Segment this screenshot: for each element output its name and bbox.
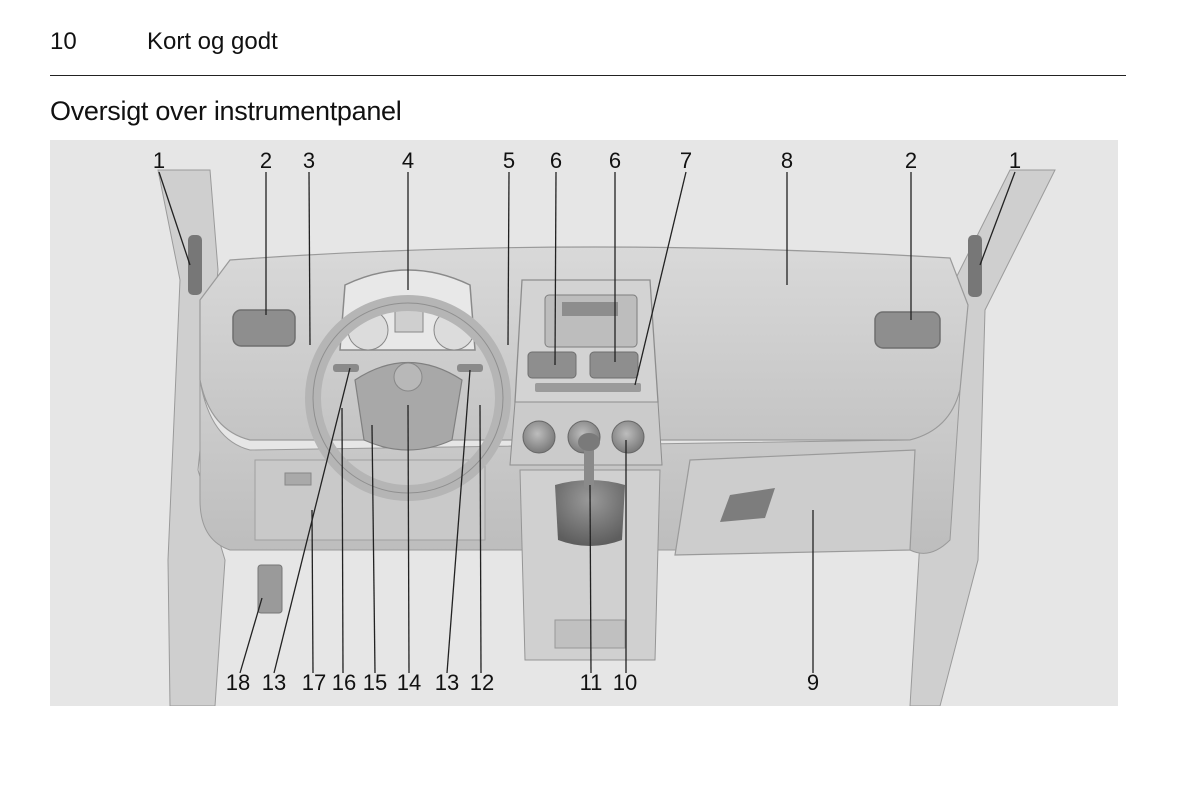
hood-release: [284, 472, 312, 486]
left-side-vent: [188, 235, 202, 295]
center-left-vent: [527, 351, 577, 379]
callout-bottom-16: 16: [332, 670, 356, 695]
left-storage-panel: [254, 459, 486, 541]
left-stalk: [333, 364, 359, 372]
callout-top-5: 5: [503, 148, 515, 173]
gear-knob: [578, 433, 600, 451]
glovebox-handle: [720, 488, 775, 522]
callout-top-3: 3: [303, 148, 315, 173]
callout-bottom-13a: 13: [262, 670, 286, 695]
callout-bottom-18: 18: [226, 670, 250, 695]
gear-lever: [584, 442, 594, 490]
callout-bottom-9: 9: [807, 670, 819, 695]
page-header: 10 Kort og godt: [50, 26, 1126, 76]
page-number: 10: [50, 28, 77, 55]
dashboard-drawing: 1 2 3 4 5 6 6 7 8 2 1 18 13 17 16 15 14 …: [153, 148, 1056, 706]
callout-bottom-11: 11: [580, 670, 603, 695]
hazard-switch-row: [535, 383, 641, 392]
fuse-box-cover: [257, 564, 283, 614]
right-side-vent: [968, 235, 982, 297]
callout-top-1b: 1: [1009, 148, 1021, 173]
callout-top-4: 4: [402, 148, 414, 173]
dashboard-illustration: 1 2 3 4 5 6 6 7 8 2 1 18 13 17 16 15 14 …: [50, 140, 1118, 706]
air-distribution-knob: [611, 420, 645, 454]
callout-bottom-15: 15: [363, 670, 387, 695]
leader-lines: [158, 171, 1016, 674]
callout-bottom-17: 17: [302, 670, 326, 695]
callout-top-1: 1: [153, 148, 165, 173]
callout-bottom-13b: 13: [435, 670, 459, 695]
callout-top-8: 8: [781, 148, 793, 173]
callout-top-7: 7: [680, 148, 692, 173]
left-air-vent: [232, 309, 296, 347]
radio-display: [562, 302, 618, 316]
callout-top-2: 2: [260, 148, 272, 173]
right-air-vent: [874, 311, 941, 349]
temperature-knob: [522, 420, 556, 454]
section-title: Oversigt over instrumentpanel: [50, 96, 402, 126]
header-rule: [50, 75, 1126, 76]
callout-top-6a: 6: [550, 148, 562, 173]
callout-bottom-10: 10: [613, 670, 637, 695]
callout-top-6b: 6: [609, 148, 621, 173]
center-right-vent: [589, 351, 639, 379]
callout-bottom-12: 12: [470, 670, 494, 695]
storage-tray: [554, 619, 626, 649]
info-display: [394, 309, 424, 333]
chapter-title: Kort og godt: [147, 28, 278, 55]
right-stalk: [457, 364, 483, 372]
callout-top-2b: 2: [905, 148, 917, 173]
glovebox: [674, 449, 916, 556]
horn-emblem: [393, 362, 423, 392]
callout-bottom-14: 14: [397, 670, 421, 695]
